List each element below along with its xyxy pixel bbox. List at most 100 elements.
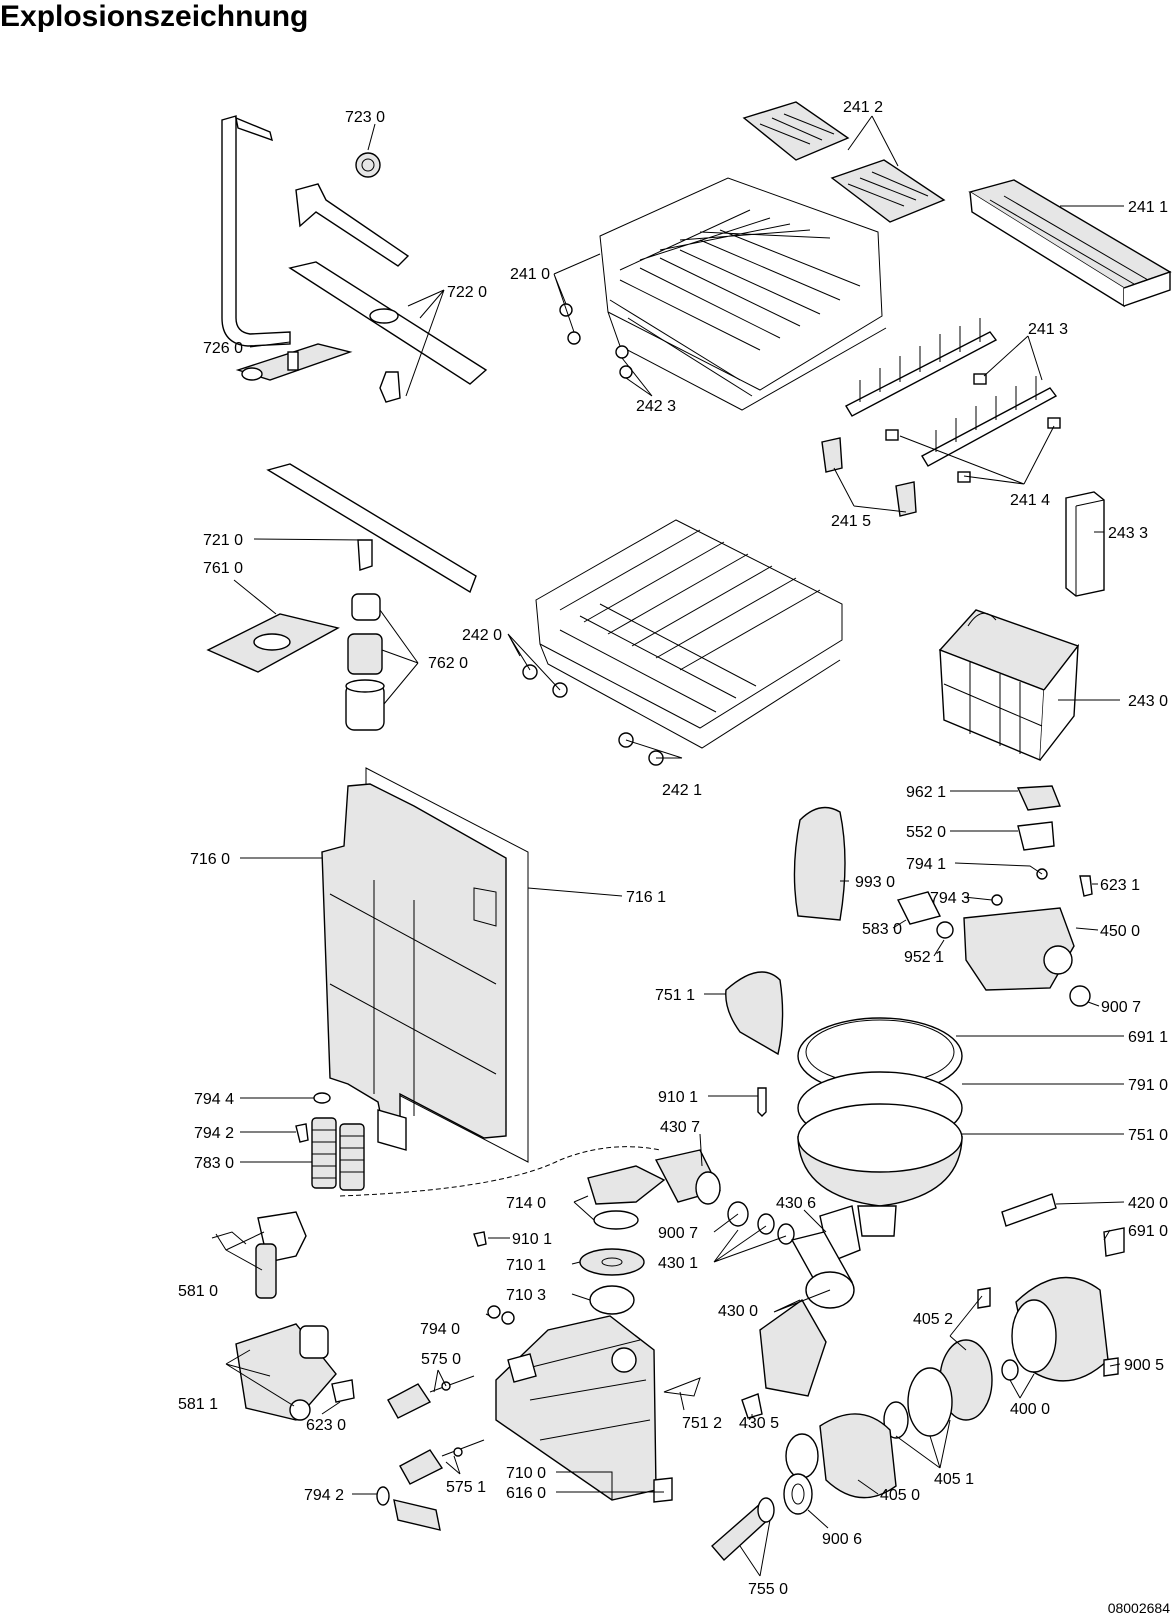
cutlery-tray-drawing bbox=[968, 179, 1172, 308]
label-243-0: 243 0 bbox=[1128, 693, 1168, 710]
leader-lines bbox=[215, 115, 1125, 1577]
label-710-1: 710 1 bbox=[506, 1257, 546, 1274]
label-952-1: 952 1 bbox=[904, 949, 944, 966]
label-794-0: 794 0 bbox=[420, 1321, 460, 1338]
label-430-7: 430 7 bbox=[660, 1119, 700, 1136]
water-softener-drawing bbox=[495, 1315, 657, 1501]
label-910-1-lower: 910 1 bbox=[512, 1231, 552, 1248]
label-714-0: 714 0 bbox=[506, 1195, 546, 1212]
label-794-2-upper: 794 2 bbox=[194, 1125, 234, 1142]
part-drawings bbox=[206, 101, 1172, 1562]
label-755-0: 755 0 bbox=[748, 1581, 788, 1598]
flat-filter-drawing bbox=[206, 613, 340, 673]
label-430-1: 430 1 bbox=[658, 1255, 698, 1272]
cutlery-basket-drawing bbox=[938, 609, 1080, 762]
page-title: Explosionszeichnung bbox=[0, 0, 309, 33]
label-623-1: 623 1 bbox=[1100, 877, 1140, 894]
label-241-2: 241 2 bbox=[843, 99, 883, 116]
label-242-0: 242 0 bbox=[462, 627, 502, 644]
part-labels: 723 0 722 0 726 0 241 0 242 3 241 2 241 … bbox=[178, 99, 1168, 1598]
dispenser-valve-group-drawing bbox=[793, 785, 1093, 1007]
label-405-2: 405 2 bbox=[913, 1311, 953, 1328]
label-623-0: 623 0 bbox=[306, 1417, 346, 1434]
label-794-2-lower: 794 2 bbox=[304, 1487, 344, 1504]
label-794-4: 794 4 bbox=[194, 1091, 234, 1108]
seal-pair-drawing bbox=[487, 1305, 515, 1325]
label-581-1: 581 1 bbox=[178, 1396, 218, 1413]
screw-drawing-a bbox=[757, 1087, 767, 1117]
label-241-4: 241 4 bbox=[1010, 492, 1050, 509]
label-751-1: 751 1 bbox=[655, 987, 695, 1004]
label-910-1-upper: 910 1 bbox=[658, 1089, 698, 1106]
label-583-0: 583 0 bbox=[862, 921, 902, 938]
label-716-1: 716 1 bbox=[626, 889, 666, 906]
label-751-2: 751 2 bbox=[682, 1415, 722, 1432]
sump-drawing bbox=[797, 1017, 963, 1263]
label-430-6: 430 6 bbox=[776, 1195, 816, 1212]
upper-spray-arm-drawing bbox=[288, 183, 488, 403]
side-panel-drawing bbox=[321, 767, 529, 1163]
label-900-5: 900 5 bbox=[1124, 1357, 1164, 1374]
sensors-drawing bbox=[387, 1375, 485, 1485]
label-722-0: 722 0 bbox=[447, 284, 487, 301]
label-900-6: 900 6 bbox=[822, 1531, 862, 1548]
label-242-1: 242 1 bbox=[662, 782, 702, 799]
small-strainer-drawing bbox=[355, 152, 381, 178]
lower-spray-arm-drawing bbox=[266, 463, 477, 594]
label-581-0: 581 0 bbox=[178, 1283, 218, 1300]
box-drawing bbox=[1065, 491, 1105, 597]
label-751-0: 751 0 bbox=[1128, 1127, 1168, 1144]
label-794-1: 794 1 bbox=[906, 856, 946, 873]
lower-basket-drawing bbox=[522, 519, 843, 766]
label-243-3: 243 3 bbox=[1108, 525, 1148, 542]
label-241-1: 241 1 bbox=[1128, 199, 1168, 216]
document-number: 08002684 bbox=[1107, 1600, 1170, 1616]
label-710-3: 710 3 bbox=[506, 1287, 546, 1304]
upper-basket-drawing bbox=[559, 177, 887, 411]
filter-cylinders-drawing bbox=[345, 593, 385, 731]
label-420-0: 420 0 bbox=[1128, 1195, 1168, 1212]
label-900-7-lower: 900 7 bbox=[658, 1225, 698, 1242]
clips-drawing bbox=[821, 437, 917, 517]
label-962-1: 962 1 bbox=[906, 784, 946, 801]
label-726-0: 726 0 bbox=[203, 340, 243, 357]
heater-motor-drawing bbox=[883, 1193, 1125, 1439]
label-242-3: 242 3 bbox=[636, 398, 676, 415]
label-794-3: 794 3 bbox=[930, 890, 970, 907]
label-241-0: 241 0 bbox=[510, 266, 550, 283]
inlet-valves-drawing bbox=[211, 1211, 355, 1421]
label-450-0: 450 0 bbox=[1100, 923, 1140, 940]
label-400-0: 400 0 bbox=[1010, 1401, 1050, 1418]
seals-springs-drawing bbox=[295, 1092, 661, 1197]
label-575-0: 575 0 bbox=[421, 1351, 461, 1368]
label-430-0: 430 0 bbox=[718, 1303, 758, 1320]
fold-down-tines-drawing bbox=[845, 318, 1061, 483]
supply-pipe-drawing bbox=[221, 115, 353, 381]
label-575-1: 575 1 bbox=[446, 1479, 486, 1496]
label-691-0: 691 0 bbox=[1128, 1223, 1168, 1240]
small-parts-drawing-right bbox=[653, 1377, 701, 1503]
cover-drawing bbox=[725, 971, 784, 1056]
label-430-5: 430 5 bbox=[739, 1415, 779, 1432]
label-710-0: 710 0 bbox=[506, 1465, 546, 1482]
drain-pump-drawing bbox=[376, 1413, 897, 1562]
label-761-0: 761 0 bbox=[203, 560, 243, 577]
label-783-0: 783 0 bbox=[194, 1155, 234, 1172]
label-552-0: 552 0 bbox=[906, 824, 946, 841]
softener-cap-drawing bbox=[473, 1165, 666, 1315]
circulation-pump-drawing bbox=[741, 1271, 855, 1419]
label-791-0: 791 0 bbox=[1128, 1077, 1168, 1094]
label-716-0: 716 0 bbox=[190, 851, 230, 868]
label-900-7-upper: 900 7 bbox=[1101, 999, 1141, 1016]
label-405-0: 405 0 bbox=[880, 1487, 920, 1504]
label-993-0: 993 0 bbox=[855, 874, 895, 891]
label-616-0: 616 0 bbox=[506, 1485, 546, 1502]
label-241-5: 241 5 bbox=[831, 513, 871, 530]
label-241-3: 241 3 bbox=[1028, 321, 1068, 338]
label-723-0: 723 0 bbox=[345, 109, 385, 126]
label-405-1: 405 1 bbox=[934, 1471, 974, 1488]
label-691-1: 691 1 bbox=[1128, 1029, 1168, 1046]
label-721-0: 721 0 bbox=[203, 532, 243, 549]
cup-shelves-drawing bbox=[742, 101, 946, 223]
